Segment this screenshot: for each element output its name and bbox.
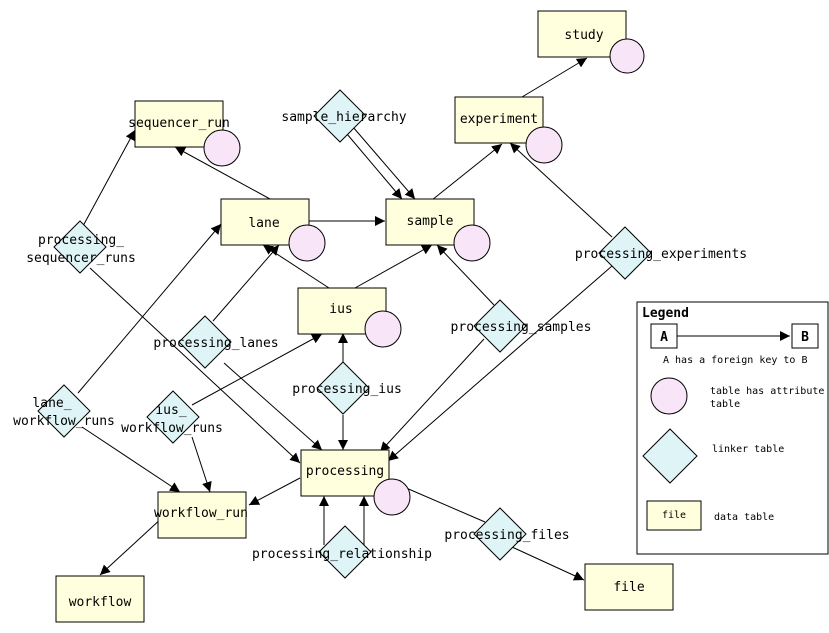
legend-fk-example: A B A has a foreign key to B	[650, 323, 819, 366]
table-workflow-run-label: workflow_run	[154, 506, 248, 521]
legend-box-a: A	[660, 330, 668, 345]
linker-lane-workflow-runs[interactable]: lane_ workflow_runs	[13, 384, 115, 438]
linker-ius-workflow-runs[interactable]: ius_ workflow_runs	[121, 390, 223, 444]
table-lane-label: lane	[248, 216, 279, 231]
edges	[77, 57, 613, 581]
linker-processing-samples-label: processing_samples	[451, 320, 592, 335]
linker-processing-sequencer-runs-label-1: processing_	[38, 233, 124, 248]
legend-box-b: B	[801, 330, 809, 345]
table-ius-label: ius	[329, 302, 352, 317]
edge-ius-wf-runs-workflow-run	[191, 436, 212, 493]
edge-experiment-study	[521, 57, 588, 98]
table-ius[interactable]: ius	[297, 287, 402, 348]
table-file-label: file	[613, 580, 644, 595]
table-experiment[interactable]: experiment	[454, 96, 563, 164]
linker-processing-lanes[interactable]: processing_lanes	[153, 315, 279, 369]
edge-proc-lanes-processing	[223, 362, 323, 451]
edge-proc-samples-sample	[436, 244, 495, 306]
table-experiment-label: experiment	[460, 112, 538, 127]
linker-processing-relationship-label: processing_relationship	[252, 547, 432, 562]
legend-file-box-label: file	[662, 510, 686, 521]
table-processing-label: processing	[306, 464, 384, 479]
table-sequencer-run[interactable]: sequencer_run	[128, 100, 241, 167]
linker-lane-workflow-runs-label-2: workflow_runs	[13, 414, 115, 429]
edge-lane-wf-runs-workflow-run	[81, 426, 181, 493]
edge-proc-seq-runs-sequencer-run	[82, 129, 136, 227]
edge-lane-sequencer-run	[174, 146, 271, 200]
linker-processing-lanes-label: processing_lanes	[153, 336, 278, 351]
legend-title: Legend	[642, 306, 689, 321]
edge-proc-seq-runs-processing	[89, 267, 301, 464]
linker-processing-sequencer-runs[interactable]: processing_ sequencer_runs	[26, 220, 136, 274]
linker-lane-workflow-runs-label-1: lane_	[32, 396, 71, 411]
edge-ius-sample	[354, 244, 433, 289]
table-file[interactable]: file	[584, 563, 674, 611]
table-workflow-run[interactable]: workflow_run	[154, 491, 248, 539]
linker-processing-experiments[interactable]: processing_experiments	[575, 226, 747, 280]
table-sample[interactable]: sample	[385, 198, 491, 262]
linker-processing-ius[interactable]: processing_ius	[292, 361, 402, 415]
edge-proc-experiments-processing	[387, 265, 613, 462]
linker-sample-hierarchy[interactable]: sample_hierarchy	[281, 89, 407, 143]
table-workflow-label: workflow	[69, 595, 132, 610]
tables: study experiment sequencer_run lane samp…	[55, 10, 674, 623]
edge-proc-lanes-lane	[212, 244, 280, 322]
legend-attribute-item: table has attribute table	[650, 377, 824, 415]
legend-linker-label: linker table	[712, 444, 784, 455]
linker-processing-sequencer-runs-label-2: sequencer_runs	[26, 251, 136, 266]
table-processing[interactable]: processing	[300, 449, 411, 516]
linker-processing-ius-label: processing_ius	[292, 382, 402, 397]
table-workflow[interactable]: workflow	[55, 575, 145, 623]
legend-fk-caption: A has a foreign key to B	[663, 355, 808, 366]
edge-proc-samples-processing	[379, 338, 485, 453]
table-lane[interactable]: lane	[220, 198, 326, 262]
table-study[interactable]: study	[537, 10, 645, 74]
edge-proc-files-file	[511, 546, 585, 581]
edge-workflow-run-workflow	[99, 516, 164, 576]
edge-lane-wf-runs-lane	[77, 223, 222, 394]
edge-sample-experiment	[431, 143, 503, 201]
edge-proc-experiments-experiment	[509, 142, 613, 238]
linker-processing-files[interactable]: processing_files	[444, 507, 570, 561]
legend-attr-line-2: table	[710, 399, 740, 410]
linker-processing-samples[interactable]: processing_samples	[451, 299, 592, 353]
legend-attr-line-1: table has attribute	[710, 386, 824, 397]
edge-sample-hierarchy-sample-1	[346, 133, 403, 200]
legend-data-label: data table	[714, 512, 774, 523]
edge-ius-wf-runs-ius	[191, 333, 323, 406]
table-sequencer-run-label: sequencer_run	[128, 116, 230, 131]
linkers: sample_hierarchy processing_ sequencer_r…	[13, 89, 747, 579]
table-study-label: study	[564, 28, 603, 43]
linker-processing-files-label: processing_files	[444, 528, 569, 543]
linker-processing-experiments-label: processing_experiments	[575, 247, 747, 262]
legend: Legend A B A has a foreign key to B tabl…	[636, 301, 829, 555]
edge-processing-workflow-run	[248, 477, 301, 506]
linker-ius-workflow-runs-label-2: workflow_runs	[121, 421, 223, 436]
table-sample-label: sample	[407, 214, 454, 229]
legend-data-item: file data table	[646, 500, 774, 531]
linker-processing-relationship[interactable]: processing_relationship	[252, 525, 432, 579]
legend-linker-item: linker table	[642, 428, 784, 484]
edge-sample-hierarchy-sample-2	[352, 126, 416, 200]
linker-ius-workflow-runs-label-1: ius_	[155, 403, 186, 418]
linker-sample-hierarchy-label: sample_hierarchy	[281, 110, 406, 125]
